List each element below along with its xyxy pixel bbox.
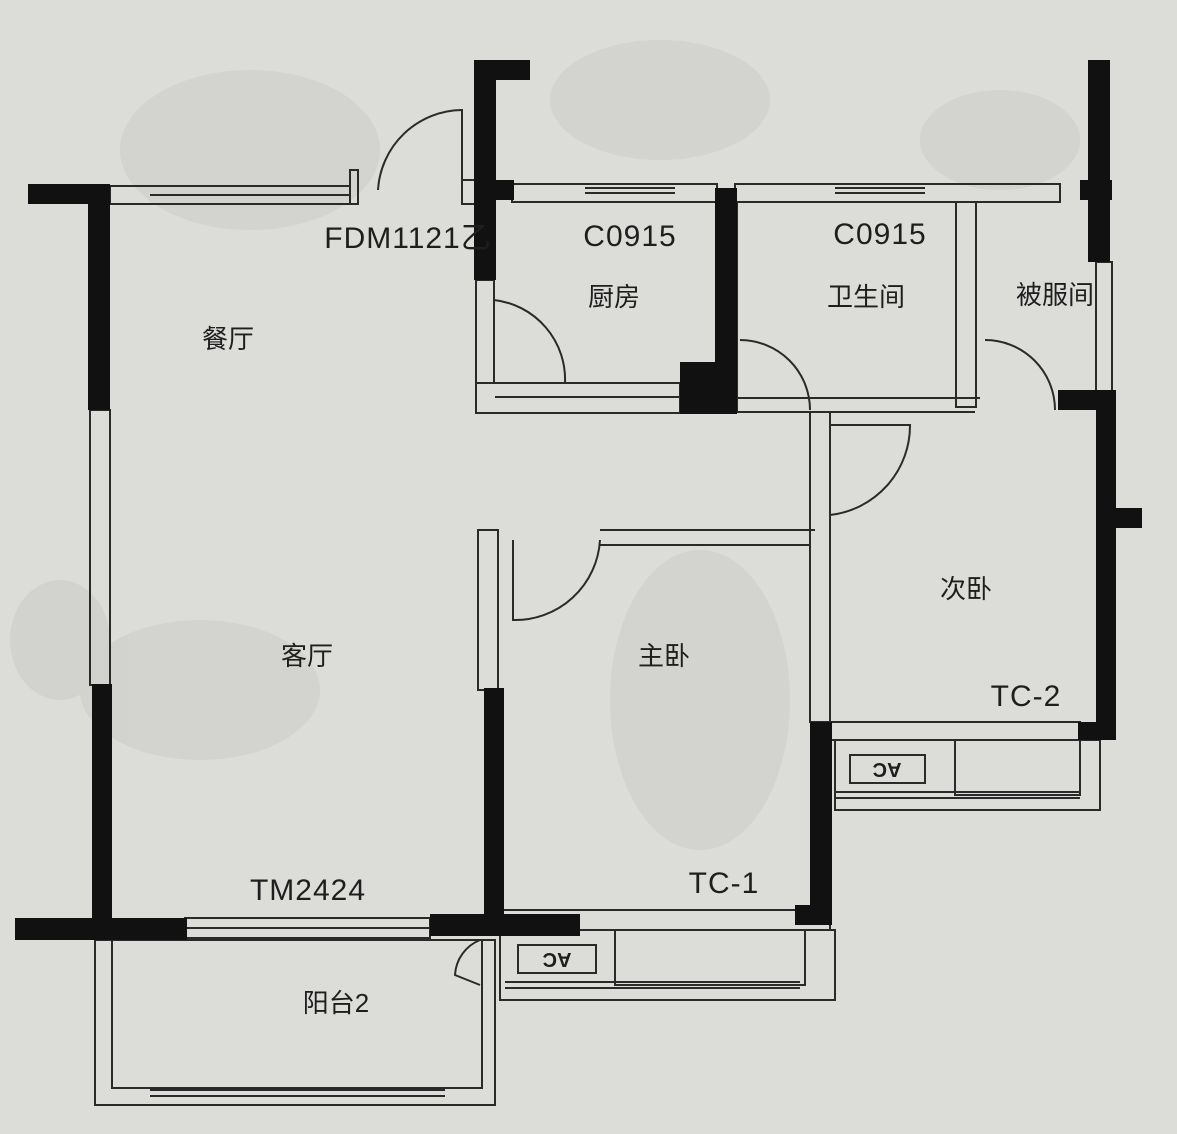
thin-walls	[89, 169, 1113, 1106]
door-swings	[377, 108, 1056, 986]
code-second-window: TC-2	[991, 680, 1062, 713]
room-label-master-bedroom: 主卧	[638, 641, 690, 671]
code-balcony-door: TM2424	[250, 874, 366, 907]
code-bath-window: C0915	[833, 218, 926, 251]
thick-walls	[15, 60, 1142, 940]
ac-unit-upper	[849, 754, 926, 784]
kitchen-door-swing	[493, 299, 567, 384]
cloak-door-swing	[984, 339, 1056, 411]
code-master-window: TC-1	[689, 867, 760, 900]
ac-label-lower: AC	[543, 948, 572, 970]
entry-door-swing	[377, 108, 463, 191]
room-label-balcony: 阳台2	[303, 988, 369, 1018]
room-label-bathroom: 卫生间	[827, 282, 905, 312]
paper-texture	[10, 40, 1080, 850]
balcony-outline	[94, 939, 496, 1106]
ac-label-upper: AC	[873, 758, 902, 780]
second-bedroom-door-swing	[829, 424, 912, 516]
bath-door-swing	[739, 339, 811, 411]
room-label-dining: 餐厅	[202, 324, 254, 354]
code-entry-door: FDM1121乙	[324, 222, 492, 255]
room-label-living: 客厅	[281, 641, 333, 671]
room-label-cloakroom: 被服间	[1016, 280, 1094, 310]
room-label-kitchen: 厨房	[588, 282, 640, 312]
room-label-second-bedroom: 次卧	[940, 574, 992, 604]
balcony-side-door-swing	[453, 939, 481, 986]
code-kitchen-window: C0915	[583, 220, 676, 253]
master-door-swing	[512, 539, 601, 622]
ac-unit-lower	[517, 944, 597, 974]
